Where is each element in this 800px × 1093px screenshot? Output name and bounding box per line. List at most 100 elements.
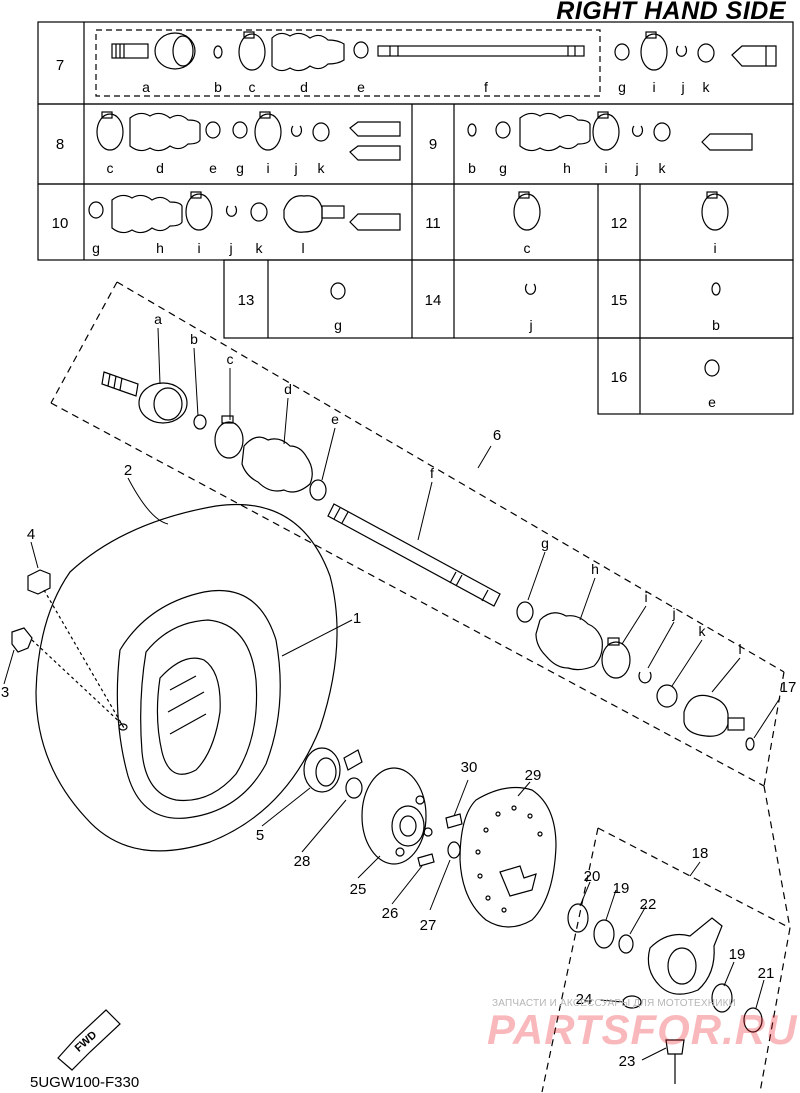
callout-29: 29 <box>525 767 542 784</box>
brake-disc <box>459 787 557 928</box>
drive-shaft-group-border <box>50 281 785 787</box>
part-letter: h <box>156 240 164 256</box>
row-number: 11 <box>425 215 441 232</box>
callout-30: 30 <box>461 759 478 776</box>
row-number: 13 <box>238 292 255 309</box>
callout-3: 3 <box>1 684 9 701</box>
tire <box>35 503 338 852</box>
part-letter: k <box>699 623 707 639</box>
callout-21: 21 <box>758 965 775 982</box>
kit-table-grid <box>37 21 794 415</box>
row-number: 15 <box>611 292 628 309</box>
part-letter: j <box>634 160 638 176</box>
part-letter: b <box>214 79 222 95</box>
part-letter: e <box>209 160 217 176</box>
callout-23: 23 <box>619 1053 636 1070</box>
part-letter: g <box>499 160 507 176</box>
part-letter: j <box>671 605 675 621</box>
part-letter: e <box>357 79 365 95</box>
watermark-logo: PARTSFOR.RU <box>487 1006 798 1053</box>
part-letter: i <box>197 240 200 256</box>
part-letter: b <box>468 160 476 176</box>
callout-6: 6 <box>493 427 501 444</box>
callout-22: 22 <box>640 896 657 913</box>
part-letter: i <box>644 589 647 605</box>
row-number: 14 <box>425 292 442 309</box>
part-letter: c <box>107 160 114 176</box>
part-letter: d <box>284 381 292 397</box>
callout-27: 27 <box>420 917 437 934</box>
part-letter: k <box>256 240 264 256</box>
callout-19: 19 <box>729 946 746 963</box>
row-number: 10 <box>52 215 69 232</box>
part-letter: l <box>738 641 741 657</box>
part-letter: k <box>703 79 711 95</box>
row8-parts <box>96 111 401 161</box>
part-letter: i <box>266 160 269 176</box>
outer-cv-joint <box>101 371 188 424</box>
part-letter: e <box>331 411 339 427</box>
row10-parts <box>88 191 401 234</box>
page-title: RIGHT HAND SIDE <box>556 0 786 25</box>
callout-25: 25 <box>350 881 367 898</box>
part-letter: k <box>659 160 667 176</box>
callout-24: 24 <box>576 991 593 1008</box>
part-letter: c <box>524 240 531 256</box>
part-letter: j <box>680 79 684 95</box>
part-letter: f <box>484 79 488 95</box>
callout-numbers: 1 2 3 4 5 6 17 18 19 19 20 21 22 23 24 2… <box>1 427 797 1070</box>
part-letter: g <box>541 535 549 551</box>
part-letter: c <box>249 79 256 95</box>
part-letter: g <box>92 240 100 256</box>
fwd-arrow <box>57 1009 121 1071</box>
part-letter: k <box>318 160 326 176</box>
part-letter: g <box>334 317 342 333</box>
part-letter: j <box>228 240 232 256</box>
part-letter: g <box>618 79 626 95</box>
row7-parts <box>111 31 777 72</box>
callout-20: 20 <box>584 868 601 885</box>
fwd-label: FWD <box>73 1029 100 1055</box>
part-letter: d <box>156 160 164 176</box>
leader-lines <box>3 327 781 1061</box>
part-letter: i <box>604 160 607 176</box>
part-letter: a <box>154 311 162 327</box>
part-letter: e <box>708 394 716 410</box>
callout-28: 28 <box>294 853 311 870</box>
callout-17: 17 <box>780 679 797 696</box>
part-letter: j <box>293 160 297 176</box>
part-letter: c <box>227 351 234 367</box>
hub-group-border <box>541 827 791 1093</box>
part-letter: h <box>591 561 599 577</box>
shaft-letters: a b c d e f g h i j k l <box>154 311 741 657</box>
kit-table-labels: 7 a b c d e f g i j k 8 c d e g i j k 9 … <box>52 57 720 410</box>
callout-4: 4 <box>27 526 35 543</box>
single-kit-parts <box>330 191 729 377</box>
part-letter: d <box>300 79 308 95</box>
callout-19: 19 <box>613 880 630 897</box>
wheel-hub <box>361 767 433 865</box>
callout-1: 1 <box>353 610 361 627</box>
row9-parts <box>467 111 753 152</box>
row-number: 9 <box>429 136 437 153</box>
part-letter: a <box>142 79 150 95</box>
watermark-caption: ЗАПЧАСТИ И АКСЕССУАРЫ ДЛЯ МОТОТЕХНИКИ <box>492 998 737 1009</box>
callout-2: 2 <box>124 462 132 479</box>
part-letter: l <box>301 240 304 256</box>
row-number: 12 <box>611 215 628 232</box>
row-number: 16 <box>611 369 628 386</box>
part-letter: b <box>712 317 720 333</box>
row-number: 8 <box>56 136 64 153</box>
part-letter: i <box>652 79 655 95</box>
figure-code: 5UGW100-F330 <box>30 1074 140 1091</box>
callout-26: 26 <box>382 905 399 922</box>
part-letter: b <box>190 331 198 347</box>
part-letter: j <box>528 317 532 333</box>
part-letter: f <box>430 465 434 481</box>
part-letter: i <box>713 240 716 256</box>
part-letter: h <box>563 160 571 176</box>
callout-18: 18 <box>692 845 709 862</box>
part-letter: g <box>236 160 244 176</box>
callout-5: 5 <box>256 827 264 844</box>
